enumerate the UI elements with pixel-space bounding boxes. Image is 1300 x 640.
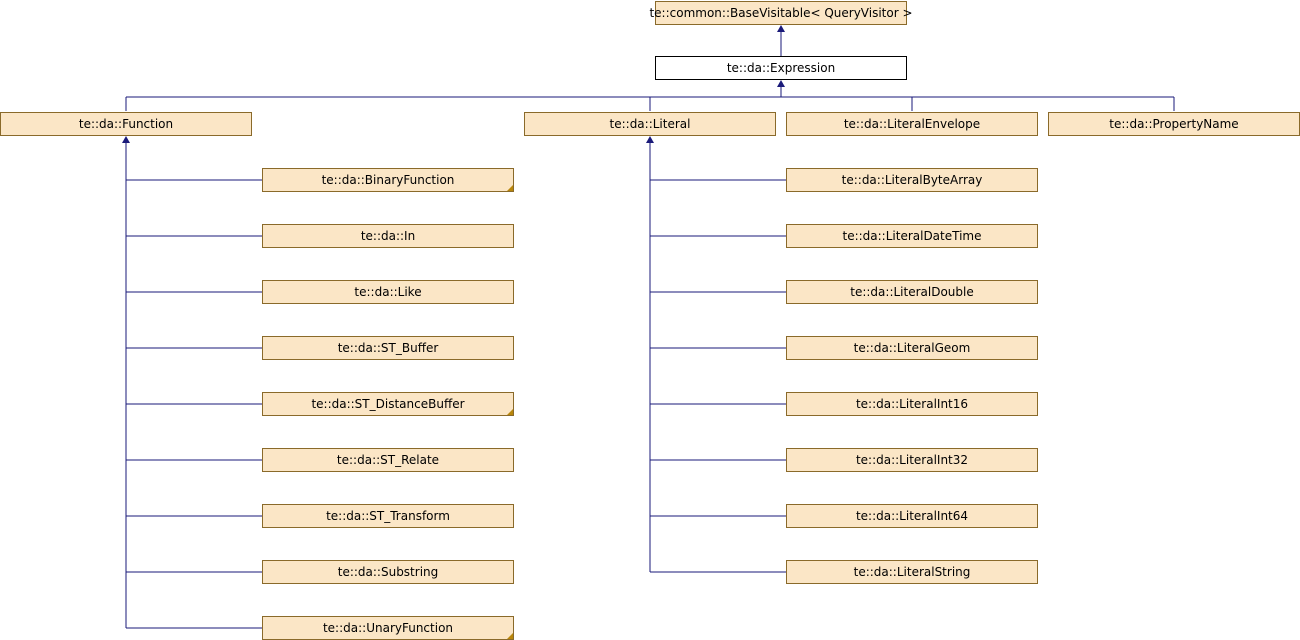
node-like[interactable]: te::da::Like	[262, 280, 514, 304]
arrowhead-base-visitable	[777, 25, 785, 32]
node-literal-byte-array[interactable]: te::da::LiteralByteArray	[786, 168, 1038, 192]
arrowhead-expression	[777, 80, 785, 87]
node-label: te::da::Literal	[609, 117, 691, 131]
node-label: te::da::LiteralDateTime	[842, 229, 982, 243]
node-label: te::da::UnaryFunction	[322, 621, 454, 635]
node-label: te::da::LiteralString	[853, 565, 971, 579]
more-subclasses-marker	[507, 409, 513, 415]
node-literal-int64[interactable]: te::da::LiteralInt64	[786, 504, 1038, 528]
node-function[interactable]: te::da::Function	[0, 112, 252, 136]
node-label: te::da::LiteralDouble	[850, 285, 974, 299]
arrowhead-function	[122, 136, 130, 143]
node-literal[interactable]: te::da::Literal	[524, 112, 776, 136]
node-label: te::da::LiteralByteArray	[841, 173, 983, 187]
node-literal-int16[interactable]: te::da::LiteralInt16	[786, 392, 1038, 416]
node-label: te::da::ST_Transform	[326, 509, 450, 523]
node-literal-int32[interactable]: te::da::LiteralInt32	[786, 448, 1038, 472]
node-label: te::da::LiteralGeom	[853, 341, 971, 355]
node-literal-double[interactable]: te::da::LiteralDouble	[786, 280, 1038, 304]
node-label: te::da::Function	[78, 117, 174, 131]
node-label: te::da::Like	[354, 285, 422, 299]
node-property-name[interactable]: te::da::PropertyName	[1048, 112, 1300, 136]
node-st-transform[interactable]: te::da::ST_Transform	[262, 504, 514, 528]
node-label: te::da::Expression	[726, 61, 836, 75]
node-substring[interactable]: te::da::Substring	[262, 560, 514, 584]
arrowhead-literal	[646, 136, 654, 143]
node-label: te::da::PropertyName	[1109, 117, 1239, 131]
node-label: te::common::BaseVisitable< QueryVisitor …	[649, 6, 913, 20]
node-literal-envelope[interactable]: te::da::LiteralEnvelope	[786, 112, 1038, 136]
node-label: te::da::LiteralInt32	[855, 453, 969, 467]
node-label: te::da::ST_Buffer	[337, 341, 439, 355]
node-binary-function[interactable]: te::da::BinaryFunction	[262, 168, 514, 192]
node-label: te::da::ST_Relate	[336, 453, 440, 467]
node-label: te::da::In	[360, 229, 416, 243]
more-subclasses-marker	[507, 633, 513, 639]
node-label: te::da::Substring	[337, 565, 439, 579]
node-label: te::da::ST_DistanceBuffer	[311, 397, 465, 411]
node-literal-geom[interactable]: te::da::LiteralGeom	[786, 336, 1038, 360]
node-literal-string[interactable]: te::da::LiteralString	[786, 560, 1038, 584]
node-base-visitable[interactable]: te::common::BaseVisitable< QueryVisitor …	[649, 1, 913, 25]
node-label: te::da::LiteralEnvelope	[843, 117, 981, 131]
more-subclasses-marker	[507, 185, 513, 191]
node-literal-date-time[interactable]: te::da::LiteralDateTime	[786, 224, 1038, 248]
node-label: te::da::BinaryFunction	[321, 173, 455, 187]
node-expression: te::da::Expression	[655, 56, 907, 80]
node-unary-function[interactable]: te::da::UnaryFunction	[262, 616, 514, 640]
node-in[interactable]: te::da::In	[262, 224, 514, 248]
node-label: te::da::LiteralInt16	[855, 397, 969, 411]
node-label: te::da::LiteralInt64	[855, 509, 969, 523]
node-st-relate[interactable]: te::da::ST_Relate	[262, 448, 514, 472]
node-st-distance-buffer[interactable]: te::da::ST_DistanceBuffer	[262, 392, 514, 416]
node-st-buffer[interactable]: te::da::ST_Buffer	[262, 336, 514, 360]
